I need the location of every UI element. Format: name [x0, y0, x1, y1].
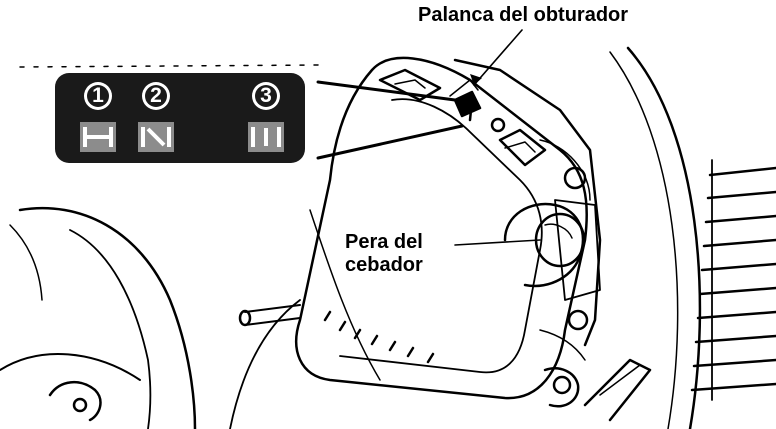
choke-position-2 — [138, 82, 174, 152]
cooling-fins — [690, 159, 776, 401]
primer-bulb-label-line2: cebador — [345, 254, 423, 276]
choke-position-2-number: 2 — [150, 84, 162, 107]
handle-arm — [18, 206, 197, 429]
choke-lever-leader — [473, 29, 523, 86]
choke-position-1-number: 1 — [92, 84, 104, 107]
zoom-leader-top — [316, 80, 457, 102]
choke-lever — [453, 90, 482, 118]
choke-lever-label: Palanca del obturador — [418, 4, 629, 26]
choke-position-panel — [55, 73, 305, 163]
engine-housing-outline — [626, 46, 702, 429]
engine-cover — [295, 56, 588, 400]
zoom-leader-bottom — [316, 124, 464, 160]
primer-bulb-leader — [454, 239, 541, 246]
choke-position-3-number: 3 — [260, 84, 272, 107]
choke-position-3 — [248, 82, 284, 152]
choke-position-1 — [80, 82, 116, 152]
primer-bulb-label-line1: Pera del — [345, 231, 423, 253]
primer-bulb-label: Pera del cebador — [345, 231, 423, 277]
fuel-line-tube — [244, 304, 301, 313]
